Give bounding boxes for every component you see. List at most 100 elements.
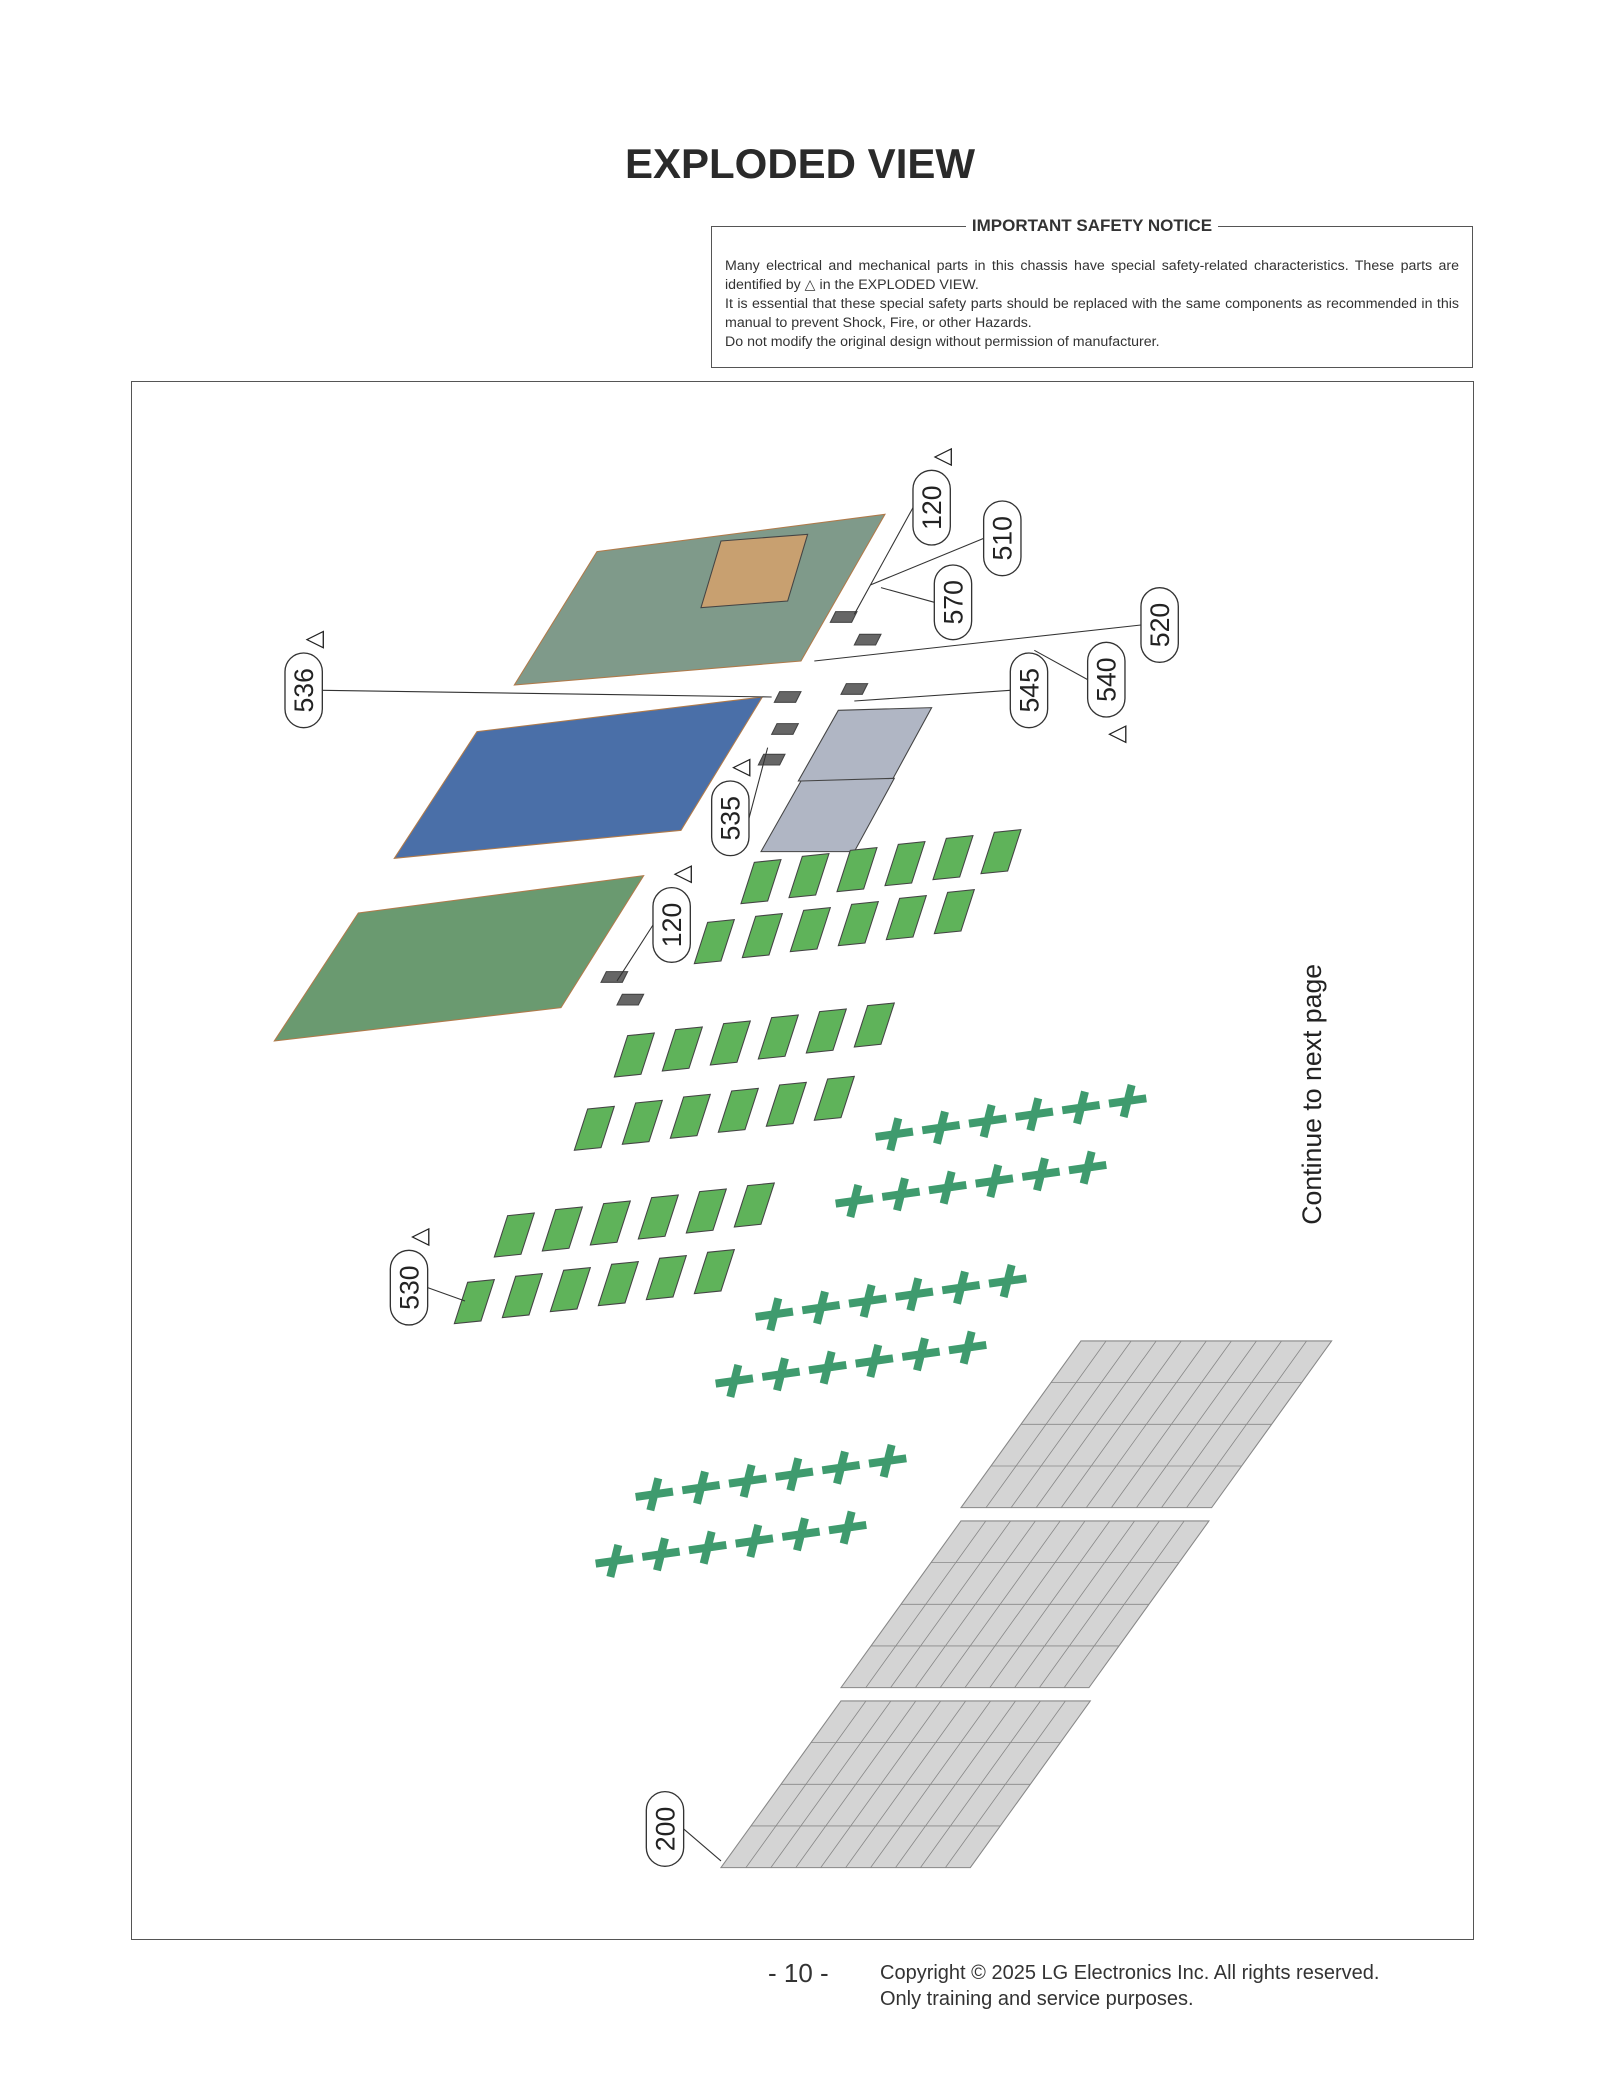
led-board	[573, 1105, 616, 1151]
led-board-panel	[273, 874, 645, 1042]
callout-pill	[284, 652, 323, 729]
callout-label: 200	[650, 1807, 680, 1851]
led-board	[836, 847, 878, 893]
callout-pill	[645, 1790, 685, 1867]
leader-line	[814, 624, 1142, 662]
warning-triangle-icon: △	[300, 630, 327, 649]
notice-text-2: It is essential that these special safet…	[725, 296, 1459, 331]
notice-text-1: Many electrical and mechanical parts in …	[725, 258, 1459, 293]
cross-spacer	[735, 1523, 774, 1558]
cross-spacer	[688, 1530, 727, 1565]
connector-part	[600, 971, 629, 983]
callout-label: 545	[1014, 668, 1044, 712]
cross-spacer	[635, 1477, 674, 1512]
callout-label: 536	[289, 668, 319, 712]
callout-label: 520	[1145, 603, 1175, 647]
cross-spacer	[968, 1104, 1007, 1138]
cross-spacer	[1108, 1084, 1147, 1118]
led-board	[765, 1081, 808, 1127]
led-board	[805, 1008, 848, 1054]
leader-line	[1034, 649, 1088, 681]
led-board	[933, 889, 976, 935]
cross-spacer	[835, 1184, 874, 1218]
leader-line	[854, 689, 1011, 702]
cross-spacer	[868, 1443, 907, 1478]
cross-spacer	[901, 1337, 941, 1372]
notice-text-1-tail: in the EXPLODED VIEW.	[819, 277, 979, 293]
cable-part	[770, 723, 800, 735]
led-board	[757, 1014, 800, 1060]
led-board	[541, 1206, 584, 1252]
led-board	[661, 1026, 704, 1072]
cross-spacer	[715, 1363, 754, 1398]
callout-label: 120	[917, 485, 947, 529]
bracket-frame-1	[797, 707, 933, 782]
warning-triangle-icon: △	[804, 277, 816, 293]
main-board-area	[700, 533, 809, 609]
safety-notice-heading: IMPORTANT SAFETY NOTICE	[965, 216, 1219, 235]
led-board	[813, 1075, 856, 1121]
cross-spacer	[781, 1517, 821, 1552]
cross-spacer	[821, 1450, 861, 1485]
cross-spacer	[848, 1283, 887, 1318]
led-board	[669, 1093, 712, 1139]
led-board	[884, 841, 926, 887]
purpose-text: Only training and service purposes.	[880, 1988, 1194, 2010]
warning-triangle-icon: △	[727, 758, 754, 777]
leader-line	[683, 1828, 722, 1862]
cross-spacer	[801, 1290, 841, 1325]
led-board	[597, 1261, 640, 1307]
cross-spacer	[1068, 1150, 1107, 1185]
callout-pill	[933, 564, 973, 641]
warning-triangle-icon: △	[405, 1227, 432, 1246]
leader-line	[748, 747, 769, 819]
cross-spacer	[855, 1343, 894, 1378]
callout-pill	[710, 780, 750, 857]
warning-triangle-icon: △	[668, 865, 695, 884]
warning-triangle-icon: △	[928, 447, 955, 466]
led-board	[741, 913, 784, 959]
led-board	[709, 1020, 752, 1066]
bracket-frame-2	[760, 777, 896, 853]
callout-label: 510	[988, 516, 1018, 560]
page-title: EXPLODED VIEW	[624, 140, 976, 187]
led-board	[788, 853, 830, 899]
cross-spacer	[881, 1177, 921, 1212]
cross-spacer	[875, 1117, 914, 1152]
notice-text-3: Do not modify the original design withou…	[725, 334, 1160, 350]
cross-spacer	[775, 1457, 814, 1492]
led-board	[549, 1267, 592, 1313]
led-board	[501, 1273, 544, 1319]
cross-spacer	[641, 1537, 681, 1572]
board-part	[840, 683, 869, 695]
cross-spacer	[941, 1270, 981, 1305]
cross-spacer	[761, 1357, 801, 1392]
cross-spacer	[1015, 1097, 1054, 1132]
cross-spacer	[681, 1470, 721, 1505]
connector-part	[773, 691, 802, 703]
warning-triangle-icon: △	[1103, 725, 1130, 744]
callout-label: 570	[938, 580, 968, 624]
led-board	[885, 895, 928, 941]
cross-spacer	[755, 1297, 794, 1332]
safety-notice-box: IMPORTANT SAFETY NOTICE Many electrical …	[711, 216, 1473, 368]
leader-line	[870, 537, 984, 586]
led-board	[733, 1182, 776, 1228]
callout-pill	[1140, 586, 1179, 663]
callout-label: 120	[657, 903, 687, 947]
leader-line	[880, 587, 935, 603]
led-board	[693, 1249, 736, 1295]
cross-spacer	[728, 1463, 767, 1498]
led-board	[789, 907, 832, 953]
cross-spacer	[975, 1164, 1014, 1198]
cross-spacer	[828, 1510, 867, 1545]
callout-pill	[1009, 652, 1049, 729]
cross-spacer	[595, 1543, 634, 1578]
led-board	[980, 829, 1022, 875]
callout-pill	[982, 500, 1022, 577]
led-board	[637, 1194, 680, 1240]
leader-line	[322, 689, 772, 698]
callout-label: 540	[1092, 657, 1122, 701]
backlight-panel	[393, 696, 764, 859]
